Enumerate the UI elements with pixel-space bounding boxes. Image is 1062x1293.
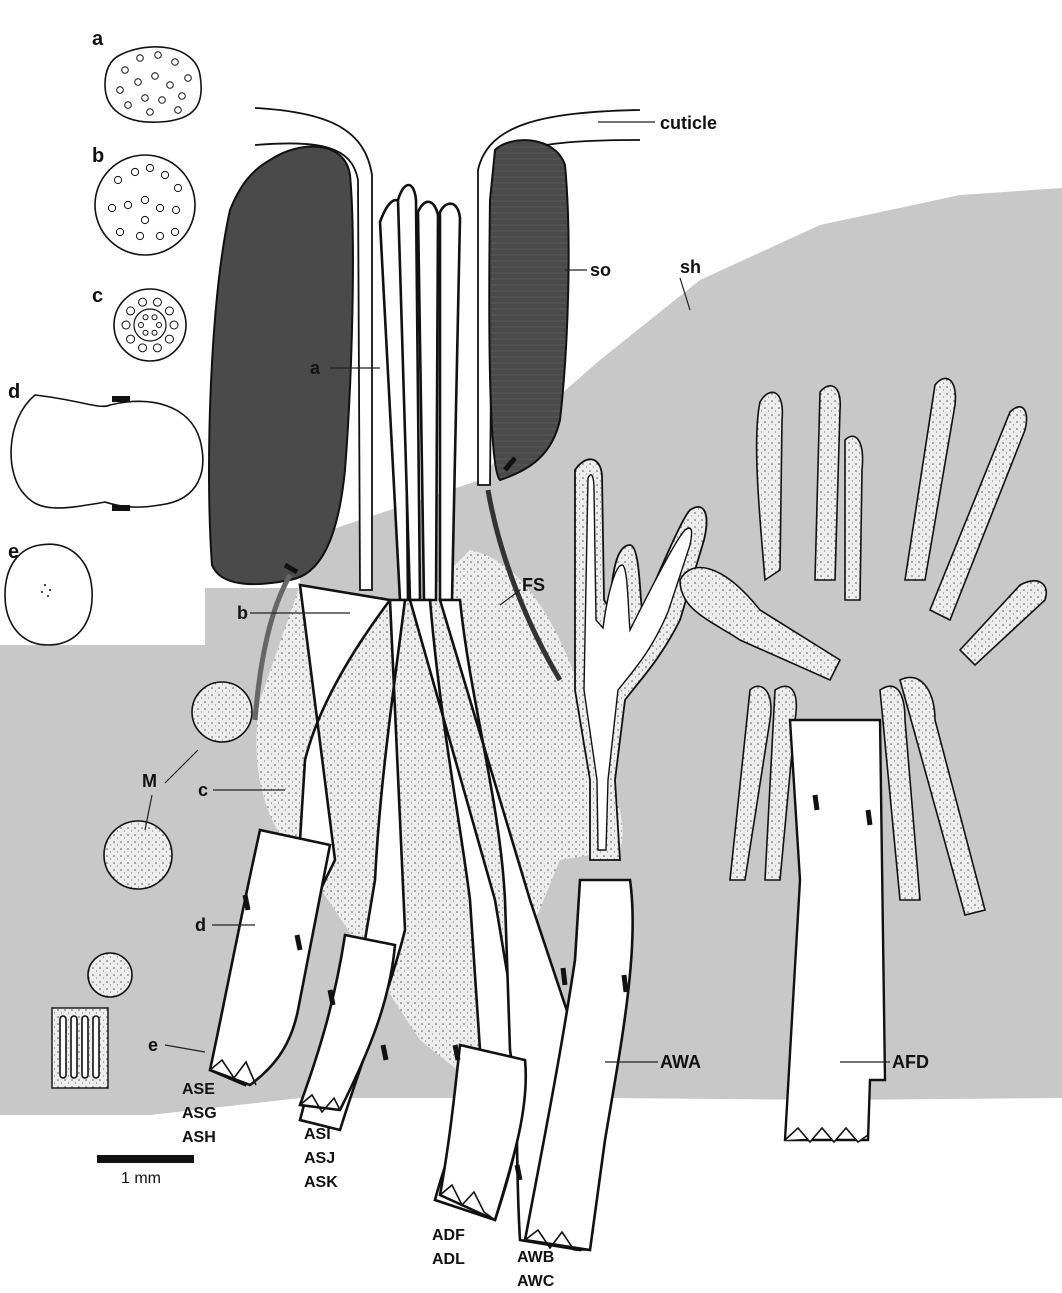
- label-so: so: [590, 260, 611, 280]
- inset-label-c: c: [92, 285, 103, 307]
- inset-dot: [174, 184, 181, 191]
- inset-label-d: d: [8, 381, 20, 403]
- inset-dot: [142, 95, 149, 102]
- inset-dot: [152, 315, 157, 320]
- label-cuticle: cuticle: [660, 113, 717, 133]
- inset-dot: [141, 196, 148, 203]
- label-a: a: [310, 358, 321, 378]
- inset-dot: [161, 171, 168, 178]
- inset-dot: [124, 201, 131, 208]
- neuron-ASI: ASI: [304, 1126, 331, 1143]
- label-e: e: [148, 1035, 158, 1055]
- label-d: d: [195, 915, 206, 935]
- inset-dot: [165, 307, 173, 315]
- inset-dot: [152, 73, 159, 80]
- neuron-ASK: ASK: [304, 1174, 338, 1191]
- inset-dot: [172, 59, 179, 66]
- neuron-ADL: ADL: [432, 1251, 465, 1268]
- inset-dot: [159, 97, 166, 104]
- inset-dot: [153, 298, 161, 306]
- inset-dot: [165, 335, 173, 343]
- neuron-group-2: ASI ASJ ASK: [304, 1126, 338, 1191]
- inset-dot: [137, 55, 144, 62]
- inset-dot: [152, 330, 157, 335]
- inset-dot: [157, 323, 162, 328]
- inset-dot: [127, 335, 135, 343]
- inset-dot: [143, 315, 148, 320]
- inset-dot: [172, 206, 179, 213]
- inset-dot: [143, 330, 148, 335]
- label-c: c: [198, 780, 208, 800]
- neuron-ADF: ADF: [432, 1227, 465, 1244]
- inset-e-dot: [49, 589, 51, 591]
- inset-dot: [131, 168, 138, 175]
- label-b: b: [237, 603, 248, 623]
- neuron-group-1: ASE ASG ASH: [182, 1081, 217, 1146]
- socket-cell-right: [489, 140, 568, 480]
- inset-dot: [147, 109, 154, 116]
- inset-dot: [167, 82, 174, 89]
- socket-cell-left: [209, 146, 353, 584]
- neuron-ASH: ASH: [182, 1129, 216, 1146]
- inset-dot: [153, 344, 161, 352]
- inset-dot: [156, 232, 163, 239]
- inset-dot: [114, 176, 121, 183]
- inset-dot: [116, 228, 123, 235]
- neuron-ASG: ASG: [182, 1105, 217, 1122]
- inset-e-dot: [44, 584, 46, 586]
- neuron-ASJ: ASJ: [304, 1150, 335, 1167]
- label-FS: FS: [522, 575, 545, 595]
- neuron-group-4: AWB AWC: [517, 1249, 555, 1290]
- inset-dot: [122, 321, 130, 329]
- neuron-group-3: ADF ADL: [432, 1227, 465, 1268]
- inset-dot: [155, 52, 162, 59]
- inset-label-e: e: [8, 541, 19, 563]
- inset-dot: [141, 216, 148, 223]
- inset-d-junction: [112, 505, 130, 511]
- neuron-AWB: AWB: [517, 1249, 554, 1266]
- scale-bar-label: 1 mm: [121, 1170, 161, 1187]
- inset-dot: [139, 323, 144, 328]
- inset-dot: [185, 75, 192, 82]
- label-M: M: [142, 771, 157, 791]
- inset-label-b: b: [92, 145, 104, 167]
- label-sh: sh: [680, 257, 701, 277]
- afd-trunk: [785, 720, 885, 1140]
- m-bump-2: [104, 821, 172, 889]
- inset-dot: [125, 102, 132, 109]
- inset-dot: [139, 298, 147, 306]
- label-AFD: AFD: [892, 1052, 929, 1072]
- scale-bar: [97, 1155, 194, 1163]
- inset-dot: [127, 307, 135, 315]
- inset-dot: [156, 204, 163, 211]
- inset-e-dot: [47, 595, 49, 597]
- inset-dot: [170, 321, 178, 329]
- inset-dot: [135, 79, 142, 86]
- inset-e-dot: [41, 591, 43, 593]
- label-AWA: AWA: [660, 1052, 701, 1072]
- neuron-ASE: ASE: [182, 1081, 215, 1098]
- inset-dot: [139, 344, 147, 352]
- inset-dot: [136, 232, 143, 239]
- inset-dot: [108, 204, 115, 211]
- inset-dot: [171, 228, 178, 235]
- inset-dot: [179, 93, 186, 100]
- m-bump-3: [88, 953, 132, 997]
- inset-label-a: a: [92, 28, 104, 50]
- neuron-AWC: AWC: [517, 1273, 555, 1290]
- inset-dot: [122, 67, 129, 74]
- m-bump-1: [192, 682, 252, 742]
- inset-dot: [117, 87, 124, 94]
- inset-d-junction: [112, 396, 130, 402]
- inset-dot: [146, 164, 153, 171]
- inset-d: [11, 395, 203, 508]
- inset-dot: [175, 107, 182, 114]
